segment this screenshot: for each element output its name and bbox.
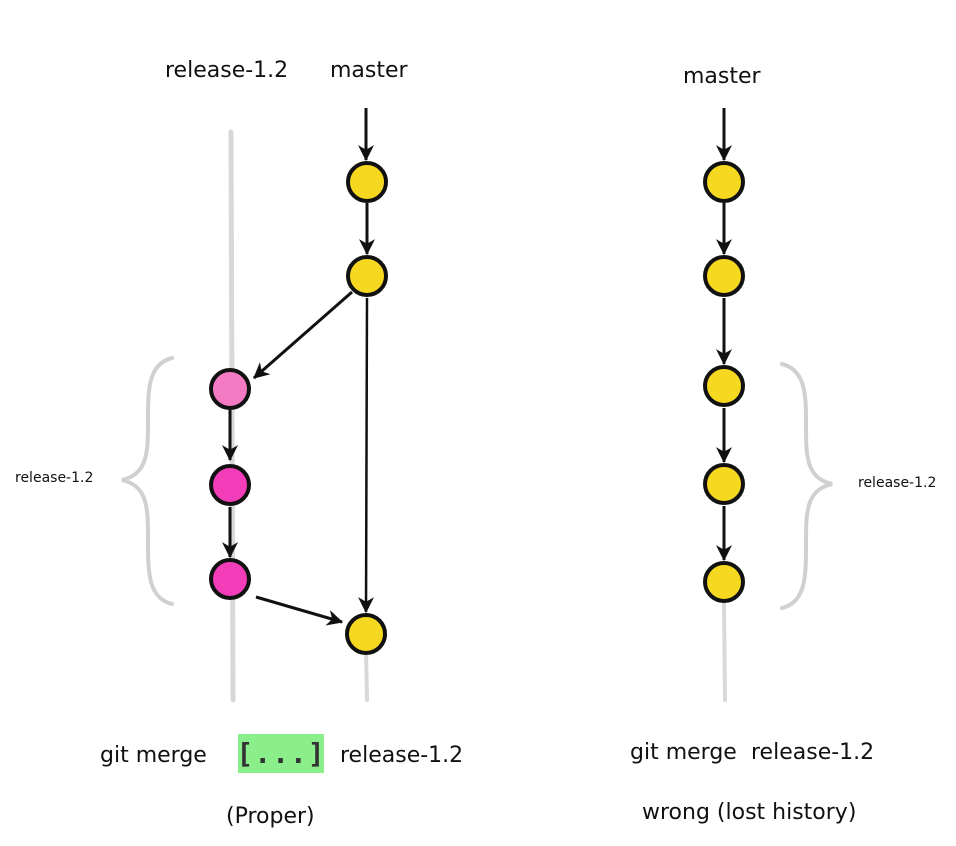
release-branch-guide-line bbox=[228, 129, 236, 703]
left-release-header: release-1.2 bbox=[165, 58, 289, 83]
merge-commit bbox=[345, 613, 387, 655]
left-caption: (Proper) bbox=[226, 804, 315, 829]
no-ff-flag-box: [...] bbox=[236, 734, 326, 773]
release-commit-1 bbox=[209, 368, 251, 410]
left-command-target: release-1.2 bbox=[340, 743, 464, 768]
right-commit-1 bbox=[703, 161, 745, 203]
right-brace-label: release-1.2 bbox=[858, 475, 937, 491]
right-commit-2 bbox=[703, 255, 745, 297]
left-brace bbox=[121, 356, 174, 606]
right-commit-3 bbox=[703, 365, 745, 407]
left-command-text: git merge bbox=[100, 743, 207, 768]
left-master-header: master bbox=[330, 58, 408, 83]
release-commit-2 bbox=[209, 464, 251, 506]
right-command-text: git merge bbox=[630, 740, 737, 765]
merge-arrow bbox=[255, 595, 344, 626]
master-long-arrow bbox=[358, 297, 375, 614]
master-commit-1 bbox=[346, 161, 388, 203]
right-brace bbox=[780, 362, 833, 610]
no-ff-flag-text: [...] bbox=[236, 737, 326, 770]
master-commit-2 bbox=[346, 255, 388, 297]
right-guide-line-bottom bbox=[722, 600, 727, 702]
left-brace-label: release-1.2 bbox=[15, 470, 94, 486]
release-commit-3 bbox=[209, 558, 251, 600]
right-caption: wrong (lost history) bbox=[642, 800, 857, 825]
branch-off-arrow bbox=[253, 290, 353, 380]
master-guide-line-bottom bbox=[364, 648, 369, 702]
right-commit-4 bbox=[703, 463, 745, 505]
right-master-header: master bbox=[683, 64, 761, 89]
right-command-target: release-1.2 bbox=[751, 740, 875, 765]
right-commit-5 bbox=[703, 561, 745, 603]
